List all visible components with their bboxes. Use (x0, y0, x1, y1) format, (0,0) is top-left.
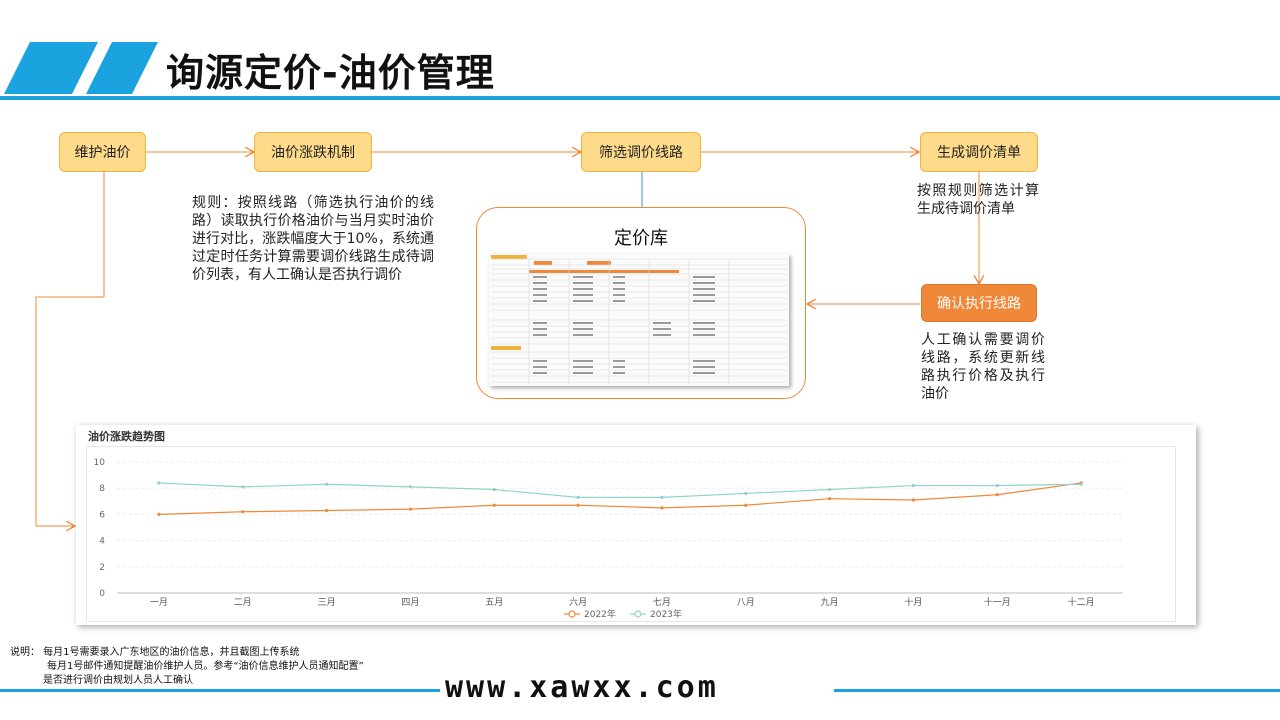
pricing-library-screenshot (489, 254, 789, 386)
x-tick-label: 七月 (653, 597, 671, 608)
footer-line-right (834, 689, 1280, 692)
footnote-line-2: 每月1号邮件通知提醒油价维护人员。参考“油价信息维护人员通知配置” (47, 661, 364, 672)
y-tick-label: 10 (94, 458, 106, 468)
data-point (492, 487, 496, 492)
data-point (827, 497, 832, 501)
pricing-library-title: 定价库 (614, 228, 668, 249)
footer-line-left (0, 689, 440, 692)
data-point (492, 503, 496, 507)
header-divider (0, 96, 1280, 100)
data-point (995, 483, 999, 488)
x-tick-label: 十一月 (984, 596, 1011, 608)
rule-note: 规则：按照线路（筛选执行油价的线路）读取执行价格油价与当月实时油价进行对比，涨跌… (192, 195, 434, 283)
data-point (911, 498, 916, 502)
series-line (158, 482, 1082, 515)
legend-label: 2023年 (650, 608, 682, 620)
data-point (744, 503, 748, 507)
x-tick-label: 六月 (569, 596, 587, 608)
legend-marker (634, 610, 642, 618)
data-point (241, 485, 245, 489)
pricing-library-card: 定价库 (476, 207, 806, 399)
arrow-step1-chart (35, 172, 105, 526)
data-point (1079, 482, 1083, 486)
data-point (995, 493, 999, 497)
spreadsheet-thumbnail-icon (489, 254, 789, 386)
data-point (157, 481, 161, 485)
y-tick-label: 6 (99, 510, 105, 520)
generate-note: 按照规则筛选计算生成待调价清单 (917, 183, 1039, 217)
data-point (660, 506, 664, 510)
page-title: 询源定价-油价管理 (166, 51, 495, 95)
y-tick-label: 0 (99, 589, 105, 599)
flow-step-maintain-price[interactable]: 维护油价 (59, 132, 146, 172)
x-tick-label: 五月 (485, 597, 503, 608)
data-point (408, 485, 413, 489)
chart-title: 油价涨跌趋势图 (88, 430, 165, 443)
x-tick-label: 二月 (234, 597, 252, 608)
data-point (911, 483, 916, 488)
watermark: www.xawxx.com (445, 670, 719, 705)
x-tick-label: 十月 (904, 596, 922, 608)
y-tick-label: 4 (99, 537, 105, 547)
oil-price-trend-chart: 0 2 4 6 8 10 一月 二月 三月 四月 五月 六月 七月 八月 九月 十月 十一月 十二月 2022年 20… (94, 458, 1123, 620)
series-line (158, 482, 1082, 498)
x-tick-label: 九月 (821, 597, 839, 608)
footnote-line-1: 说明： 每月1号需要录入广东地区的油价信息，并且截图上传系统 (10, 647, 300, 658)
data-point (157, 512, 161, 516)
data-point (660, 495, 664, 499)
legend-label: 2022年 (584, 608, 616, 620)
data-point (324, 482, 329, 486)
confirm-note: 人工确认需要调价线路，系统更新线路执行价格及执行油价 (921, 332, 1045, 402)
data-point (324, 508, 329, 513)
chart-area: 0 2 4 6 8 10 一月 二月 三月 四月 五月 六月 七月 八月 九月 十月 十一月 十二月 2022年 20… (86, 446, 1176, 622)
x-tick-label: 三月 (318, 597, 336, 608)
flow-step-confirm-routes[interactable]: 确认执行线路 (921, 284, 1037, 322)
legend-marker (568, 610, 576, 618)
footnote-line-3: 是否进行调价由规划人员人工确认 (43, 675, 193, 686)
flow-step-filter-routes[interactable]: 筛选调价线路 (581, 132, 701, 172)
flow-step-generate-list[interactable]: 生成调价清单 (920, 132, 1038, 172)
x-tick-label: 一月 (150, 597, 168, 608)
data-point (576, 503, 580, 507)
data-point (241, 510, 245, 514)
y-tick-label: 2 (99, 563, 105, 573)
data-point (576, 495, 580, 499)
header-stripes-icon (4, 42, 158, 94)
data-point (827, 487, 832, 492)
x-tick-label: 四月 (401, 597, 419, 608)
x-tick-label: 八月 (737, 597, 755, 608)
data-point (744, 491, 748, 496)
flow-step-price-mechanism[interactable]: 油价涨跌机制 (254, 132, 372, 172)
data-point (408, 507, 413, 511)
x-tick-label: 十二月 (1068, 596, 1095, 608)
y-tick-label: 8 (99, 484, 105, 494)
